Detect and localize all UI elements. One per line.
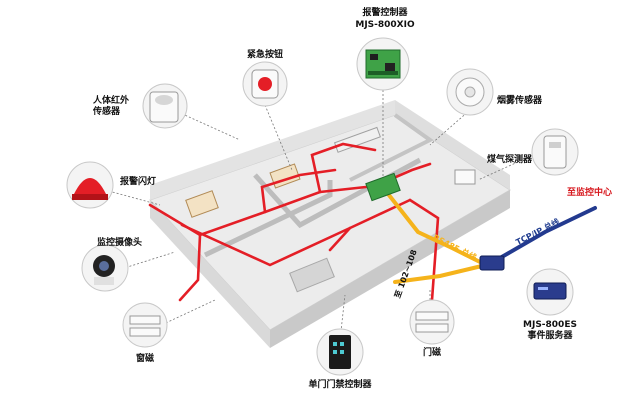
house-controller-board (365, 172, 401, 202)
window-magnet-label: 窗磁 (135, 354, 154, 364)
window-magnet-icon (122, 302, 168, 348)
event-server-label: MJS-800ES 事件服务器 (523, 320, 577, 341)
smoke-sensor-label: 烟雾传感器 (497, 96, 543, 106)
access-controller-icon (316, 328, 364, 376)
pcb-icon (356, 37, 410, 91)
alarm-controller-label: 报警控制器 (362, 8, 408, 18)
house-front-wall-right (270, 190, 510, 348)
emergency-button-label: 紧急按钮 (246, 50, 283, 60)
house-back-wall-left (150, 100, 395, 200)
event-server-icon (526, 268, 574, 316)
interior-walls (203, 180, 333, 258)
emergency-button-icon (242, 61, 288, 107)
living-sofa (289, 257, 335, 293)
pir-sensor-label: 人体红外 传感器 (93, 96, 130, 117)
house-back-wall-right (395, 100, 510, 190)
rs485-bus-line (383, 188, 490, 268)
pir-sensor-icon (142, 83, 188, 129)
alarm-flash-label: 报警闪灯 (120, 177, 157, 187)
bed-1 (185, 190, 219, 218)
door-magnet-icon (409, 299, 455, 345)
camera-icon (81, 244, 129, 292)
gas-detector-icon (531, 128, 579, 176)
camera-label: 监控摄像头 (97, 238, 143, 248)
tcpip-bus-line (498, 206, 597, 260)
house-front-wall-left (150, 200, 270, 348)
interior-walls-3 (349, 113, 434, 182)
bathroom-fixture (454, 169, 476, 185)
addr-bus-line (393, 263, 488, 284)
gas-detector-label: 煤气探测器 (487, 155, 533, 165)
smoke-sensor-icon (446, 68, 494, 116)
alarm-controller-model-label: MJS-800XIO (355, 20, 415, 30)
access-controller-label: 单门门禁控制器 (308, 380, 372, 390)
door-magnet-label: 门磁 (422, 348, 441, 358)
to-center-label: 至监控中心 (567, 188, 613, 198)
alarm-flash-icon (66, 161, 114, 209)
bus-converter-box (479, 255, 505, 271)
